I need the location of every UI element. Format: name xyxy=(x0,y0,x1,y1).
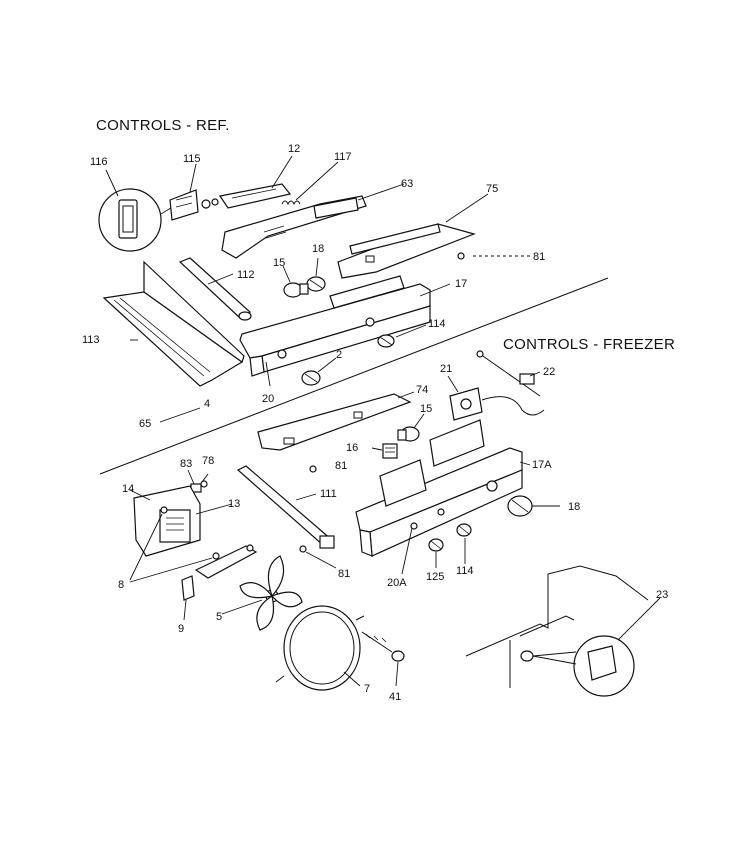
part-8-bracket xyxy=(194,544,258,579)
part-15-bulb-freezer xyxy=(397,426,420,442)
part-116-detail-circle xyxy=(98,188,175,252)
part-111-rod xyxy=(236,465,335,549)
label-9: 9 xyxy=(178,623,184,635)
part-17A-control-panel xyxy=(355,419,523,557)
label-81-a: 81 xyxy=(533,251,545,263)
title-controls-ref: CONTROLS - REF. xyxy=(96,117,230,134)
part-7-fan-shroud xyxy=(275,605,365,691)
label-20A: 20A xyxy=(387,577,407,589)
part-15-bulb xyxy=(283,282,309,298)
label-4: 4 xyxy=(204,398,210,410)
label-18-a: 18 xyxy=(312,243,324,255)
label-13: 13 xyxy=(228,498,240,510)
section-divider xyxy=(99,277,609,475)
part-9-clip xyxy=(181,575,195,601)
label-116: 116 xyxy=(90,156,108,168)
label-81-b: 81 xyxy=(335,460,347,472)
label-65: 65 xyxy=(139,418,151,430)
label-111: 111 xyxy=(320,488,337,500)
part-18-knob-freezer xyxy=(507,495,533,517)
label-2: 2 xyxy=(336,349,342,361)
part-81-screw-low xyxy=(299,545,307,553)
part-18-knob xyxy=(306,276,326,292)
label-63: 63 xyxy=(401,178,413,190)
label-16: 16 xyxy=(346,442,358,454)
label-74: 74 xyxy=(416,384,428,396)
label-23: 23 xyxy=(656,589,668,601)
part-112-tube xyxy=(178,257,252,321)
label-81-c: 81 xyxy=(338,568,350,580)
label-15-b: 15 xyxy=(420,403,432,415)
label-8: 8 xyxy=(118,579,124,591)
part-117-spring xyxy=(281,200,301,206)
part-5-fan-blade xyxy=(239,555,303,631)
label-115: 115 xyxy=(183,153,201,165)
label-78: 78 xyxy=(202,455,214,467)
part-41-screw xyxy=(361,631,405,662)
label-125: 125 xyxy=(426,571,444,583)
part-17-control-panel xyxy=(239,275,431,377)
label-20: 20 xyxy=(262,393,274,405)
part-12-bracket xyxy=(219,183,292,209)
part-16-socket xyxy=(382,443,398,459)
label-12: 12 xyxy=(288,143,300,155)
part-74-cover xyxy=(257,393,412,451)
part-21-thermostat xyxy=(449,387,545,421)
part-labels: 116 115 12 117 63 75 81 18 15 112 17 113… xyxy=(82,143,668,703)
label-75: 75 xyxy=(486,183,498,195)
part-81-screw-mid xyxy=(309,465,317,473)
part-81-screw xyxy=(457,252,465,260)
part-22-rod xyxy=(476,350,541,397)
label-41: 41 xyxy=(389,691,401,703)
part-114-knob-freezer xyxy=(456,523,472,537)
label-18-b: 18 xyxy=(568,501,580,513)
part-114-knob xyxy=(377,334,395,348)
label-15-a: 15 xyxy=(273,257,285,269)
label-114-a: 114 xyxy=(428,318,446,330)
label-5: 5 xyxy=(216,611,222,623)
part-75-cover xyxy=(337,223,476,279)
part-63-housing xyxy=(221,195,367,259)
label-22: 22 xyxy=(543,366,555,378)
part-2-knob xyxy=(301,370,321,386)
part-125-knob xyxy=(428,538,444,552)
part-115-switch xyxy=(169,189,219,221)
label-7: 7 xyxy=(364,683,370,695)
label-83: 83 xyxy=(180,458,192,470)
label-113: 113 xyxy=(82,334,100,346)
label-14: 14 xyxy=(122,483,134,495)
title-controls-freezer: CONTROLS - FREEZER xyxy=(503,336,675,353)
label-17A: 17A xyxy=(532,459,552,471)
label-112: 112 xyxy=(237,269,255,281)
label-114-b: 114 xyxy=(456,565,474,577)
label-21: 21 xyxy=(440,363,452,375)
leader-lines xyxy=(105,155,661,687)
part-23-cabinet-detail xyxy=(465,565,649,697)
label-117: 117 xyxy=(334,151,352,163)
part-113-trough xyxy=(102,260,245,387)
label-17: 17 xyxy=(455,278,467,290)
